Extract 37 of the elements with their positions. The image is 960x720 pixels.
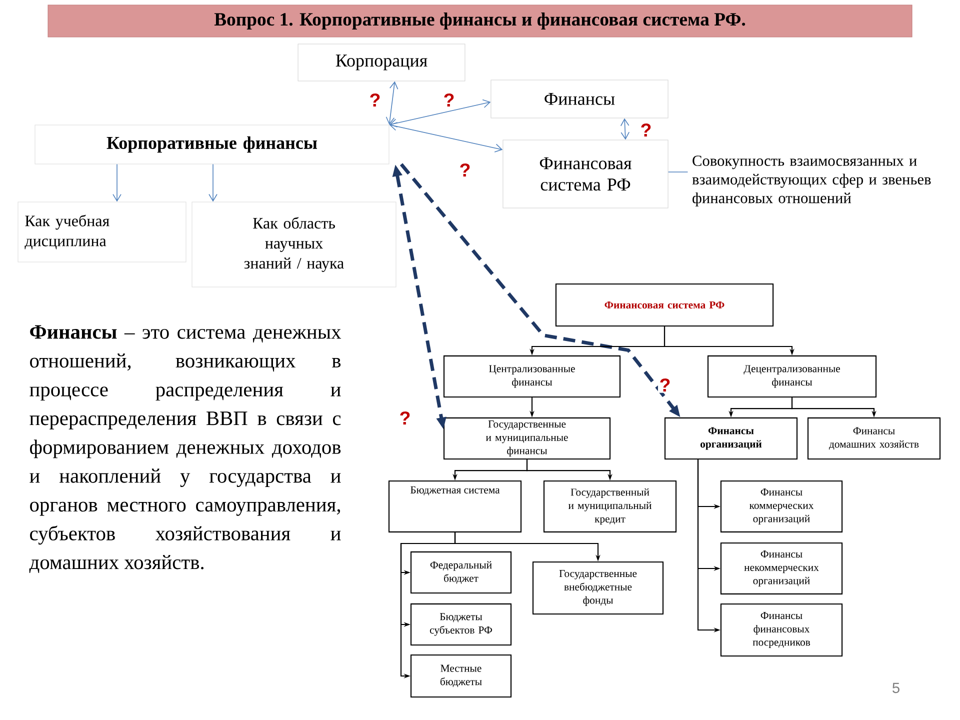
edge-label: ? [641, 123, 651, 136]
process-box: Бюджетная система [388, 480, 522, 532]
process-box: Финансы домашних хозяйств [807, 417, 941, 460]
edge-label: ? [444, 93, 454, 106]
process-box: Финансовая система РФ [555, 283, 774, 327]
process-box: Финансы некоммерческих организаций [720, 542, 843, 594]
arrow [112, 164, 122, 202]
process-box: Государственные внебюджетные фонды [532, 561, 664, 615]
process-box: Государственные и муниципальные финансы [443, 417, 611, 460]
arrow [389, 99, 491, 128]
page-number: 5 [892, 682, 900, 694]
edge-label: ? [460, 163, 470, 176]
process-box: Корпоративные финансы [34, 124, 390, 164]
arrow [386, 81, 398, 125]
title-band: Вопрос 1. Корпоративные финансы и финансовая система РФ. [48, 4, 912, 38]
arrow [208, 164, 218, 202]
process-box: Федеральный бюджет [410, 551, 512, 594]
process-box: Финансы финансовых посредников [720, 603, 843, 657]
note-text: Совокупность взаимосвязанных и взаимодействующих сфер и звеньев финансовых отношений [692, 156, 931, 206]
process-box: Децентрализованные финансы [707, 355, 877, 398]
process-box: Как учебная дисциплина [18, 202, 186, 262]
process-box: Как область научных знаний / наука [192, 202, 396, 288]
arrow [389, 122, 503, 152]
process-box: Финансы коммерческих организаций [720, 480, 843, 532]
process-box: Финансы организаций [664, 417, 798, 460]
process-box: Корпорация [298, 44, 466, 82]
process-box: Бюджеты субъектов РФ [410, 603, 512, 646]
edge-label: ? [400, 411, 410, 424]
process-box: Государственный и муниципальный кредит [543, 480, 677, 532]
arrow [620, 118, 630, 140]
edge-label: ? [660, 378, 670, 392]
process-box: Финансы [490, 80, 668, 118]
process-box: Централизованные финансы [443, 355, 621, 398]
process-box: Финансовая система РФ [502, 140, 668, 208]
edge-label: ? [370, 93, 380, 106]
process-box: Местные бюджеты [410, 654, 512, 698]
definition-text: Финансы – это система денежных отношений, возникающих в процессе распределения и перераспределения ВВП в связи с формированием денежных доходов и накоплений у государства и органов местного самоуправления, субъектов хозяйствования и домашних хозяйств. [29, 325, 342, 573]
